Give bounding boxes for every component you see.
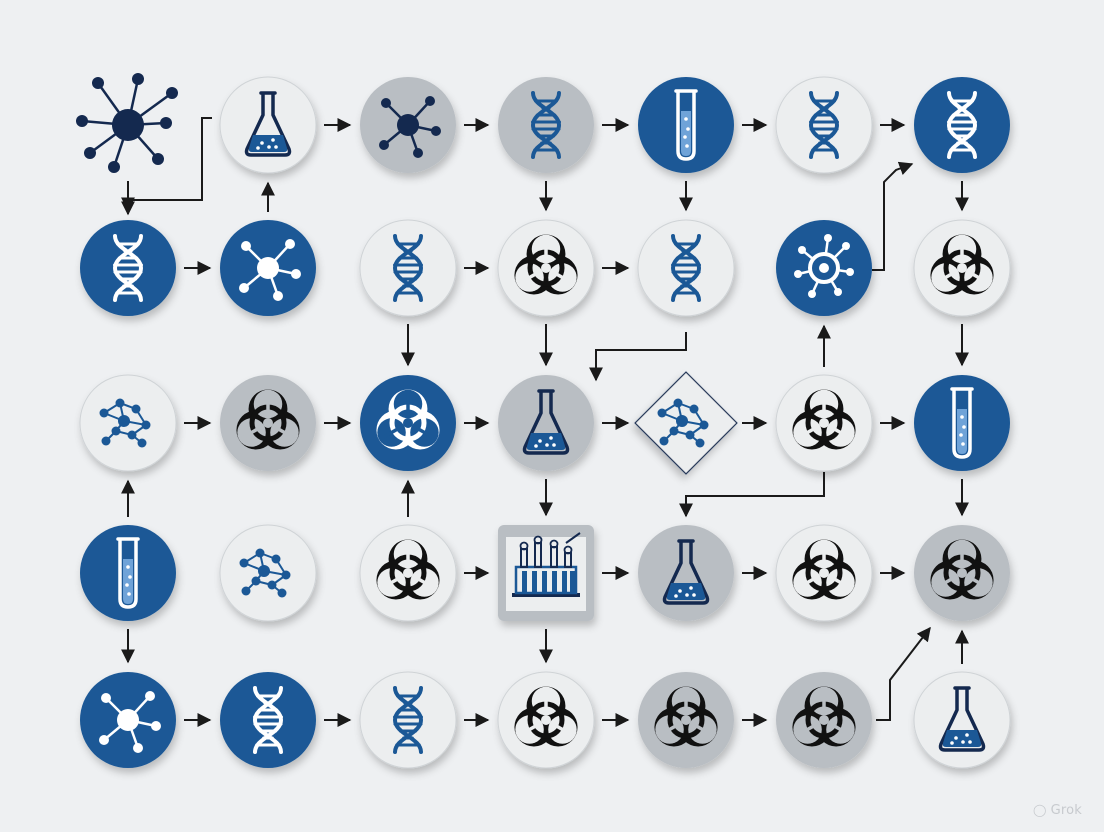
molecule-network-icon bbox=[239, 548, 291, 598]
biohazard-icon bbox=[792, 539, 856, 600]
diagram-node-r1c3 bbox=[360, 77, 456, 173]
dna-icon bbox=[392, 686, 424, 754]
watermark: ◯Grok bbox=[1033, 803, 1082, 818]
molecule-icon bbox=[239, 239, 301, 301]
molecule-large-icon bbox=[76, 73, 178, 173]
molecule-icon bbox=[379, 96, 441, 158]
diagram-node-r3c1 bbox=[79, 374, 177, 472]
dna-icon bbox=[112, 234, 144, 302]
factory-icon bbox=[512, 532, 581, 597]
diagram-node-r5c2 bbox=[220, 672, 316, 768]
diagram-node-r2c2 bbox=[220, 220, 316, 316]
edges-layer bbox=[121, 117, 969, 727]
diagram-node-r2c6 bbox=[776, 220, 872, 316]
grok-logo-icon: ◯ bbox=[1032, 803, 1047, 817]
diagram-node-r2c1 bbox=[80, 220, 176, 316]
flask-icon bbox=[938, 686, 986, 752]
diagram-node-r1c1 bbox=[76, 73, 178, 173]
dna-icon bbox=[392, 234, 424, 302]
diagram-node-r2c7 bbox=[913, 219, 1011, 317]
molecule-network-icon bbox=[657, 398, 709, 448]
diagram-node-r4c7 bbox=[914, 525, 1010, 621]
diagram-node-r4c6 bbox=[775, 524, 873, 622]
biohazard-icon bbox=[792, 686, 856, 747]
diagram-node-r2c5 bbox=[637, 219, 735, 317]
diagram-node-r2c3 bbox=[359, 219, 457, 317]
flask-icon bbox=[522, 389, 570, 455]
watermark-label: Grok bbox=[1050, 803, 1082, 818]
flask-icon bbox=[244, 91, 292, 157]
diagram-node-r3c6 bbox=[775, 374, 873, 472]
diagram-node-r1c6 bbox=[775, 76, 873, 174]
biohazard-icon bbox=[654, 686, 718, 747]
diagram-node-r1c2 bbox=[219, 76, 317, 174]
dna-icon bbox=[670, 234, 702, 302]
dna-icon bbox=[946, 91, 978, 159]
test-tube-icon bbox=[950, 387, 974, 459]
diagram-node-r1c7 bbox=[914, 77, 1010, 173]
test-tube-icon bbox=[674, 89, 698, 161]
test-tube-icon bbox=[116, 537, 140, 609]
diagram-node-r4c4 bbox=[498, 525, 594, 621]
diagram-node-r3c3 bbox=[360, 375, 456, 471]
dna-icon bbox=[252, 686, 284, 754]
diagram-node-r5c5 bbox=[638, 672, 734, 768]
diagram-node-r3c7 bbox=[914, 375, 1010, 471]
biohazard-icon bbox=[930, 539, 994, 600]
routed-edge-arrow bbox=[589, 332, 687, 382]
molecule-icon bbox=[99, 691, 161, 753]
diagram-node-r2c4 bbox=[497, 219, 595, 317]
diagram-node-r5c1 bbox=[80, 672, 176, 768]
diagram-node-r5c7 bbox=[913, 671, 1011, 769]
biohazard-icon bbox=[930, 234, 994, 295]
nodes-layer bbox=[76, 73, 1011, 769]
routed-edge-arrow bbox=[679, 472, 825, 518]
diagram-node-r3c2 bbox=[220, 375, 316, 471]
biohazard-icon bbox=[376, 539, 440, 600]
diagram-node-r4c3 bbox=[359, 524, 457, 622]
diagram-node-r1c4 bbox=[498, 77, 594, 173]
biohazard-icon bbox=[514, 234, 578, 295]
biohazard-icon bbox=[376, 389, 440, 450]
molecule-network-icon bbox=[99, 398, 151, 448]
diagram-node-r4c1 bbox=[80, 525, 176, 621]
diagram-node-r5c4 bbox=[497, 671, 595, 769]
flask-icon bbox=[662, 539, 710, 605]
dna-icon bbox=[530, 91, 562, 159]
routed-edge-arrow bbox=[876, 626, 931, 721]
biohazard-icon bbox=[792, 389, 856, 450]
routed-edge-arrow bbox=[872, 161, 914, 271]
diagram-node-r3c5 bbox=[634, 371, 738, 475]
diagram-node-r5c6 bbox=[776, 672, 872, 768]
diagram-node-r4c5 bbox=[638, 525, 734, 621]
diagram-node-r5c3 bbox=[359, 671, 457, 769]
biohazard-icon bbox=[514, 686, 578, 747]
dna-icon bbox=[808, 91, 840, 159]
cell-receptor-icon bbox=[794, 234, 854, 298]
diagram-node-r1c5 bbox=[638, 77, 734, 173]
diagram-node-r4c2 bbox=[219, 524, 317, 622]
biohazard-icon bbox=[236, 389, 300, 450]
routed-edge-arrow bbox=[121, 117, 212, 216]
diagram-node-r3c4 bbox=[498, 375, 594, 471]
